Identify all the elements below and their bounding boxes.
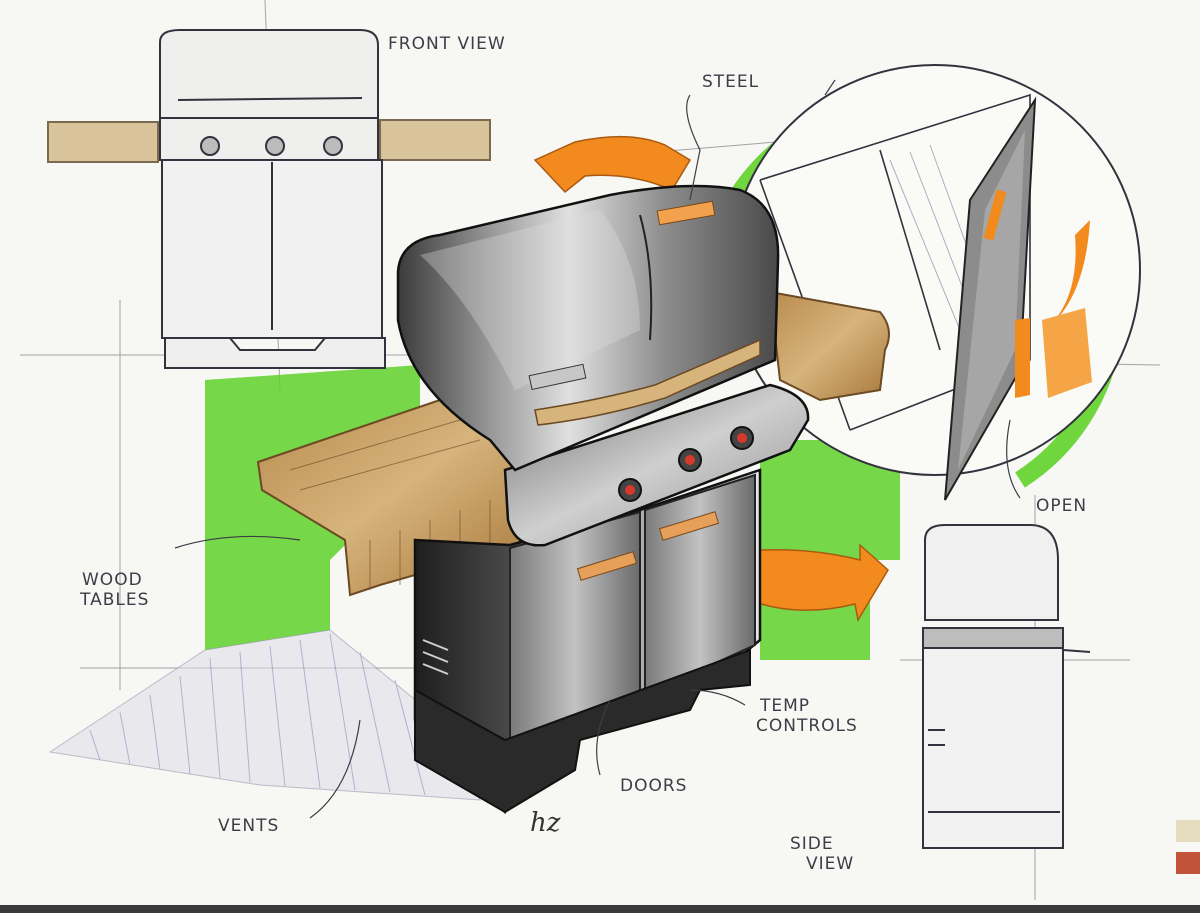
color-swatch-beige [1176,820,1200,842]
label-side-view-line2: VIEW [806,854,855,874]
label-temp-controls-line1: TEMP [760,696,811,716]
label-side-view-line1: SIDE [790,834,834,854]
front-view-drawing [47,29,491,369]
label-front-view: FRONT VIEW [388,34,506,54]
color-swatch-red [1176,852,1200,874]
signature: hz [530,808,561,838]
label-doors: DOORS [620,776,688,796]
leader-lines [174,79,1021,819]
label-vents: VENTS [218,816,280,836]
bottom-edge-strip [0,905,1200,913]
label-temp-controls: TEMP CONTROLS [756,696,858,736]
label-wood-tables-line1: WOOD [82,570,143,590]
arrow-rotate-lid [533,135,692,194]
label-steel: STEEL [702,72,760,92]
label-side-view: SIDE VIEW [790,834,854,874]
side-view-drawing [922,524,1091,849]
label-wood-tables: WOOD TABLES [80,570,149,610]
label-open: OPEN [1036,496,1088,516]
grill-drawing [256,184,890,814]
label-wood-tables-line2: TABLES [80,590,150,610]
label-temp-controls-line2: CONTROLS [756,716,858,736]
